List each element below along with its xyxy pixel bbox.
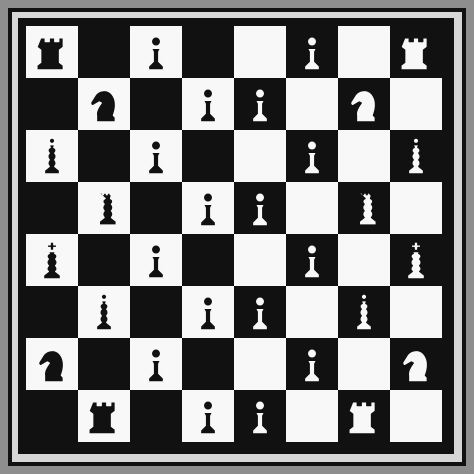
board-square[interactable] bbox=[234, 78, 286, 130]
board-square[interactable] bbox=[286, 286, 338, 338]
white-knight-icon[interactable] bbox=[397, 343, 435, 385]
white-pawn-icon[interactable] bbox=[241, 291, 279, 333]
black-pawn-icon[interactable] bbox=[189, 395, 227, 437]
white-pawn-icon[interactable] bbox=[293, 135, 331, 177]
board-square[interactable] bbox=[286, 390, 338, 442]
board-square[interactable] bbox=[234, 390, 286, 442]
board-square[interactable] bbox=[390, 130, 442, 182]
board-square[interactable] bbox=[286, 130, 338, 182]
board-square[interactable] bbox=[78, 182, 130, 234]
board-square[interactable] bbox=[26, 338, 78, 390]
board-square[interactable] bbox=[338, 286, 390, 338]
board-square[interactable] bbox=[234, 234, 286, 286]
board-square[interactable] bbox=[390, 234, 442, 286]
board-square[interactable] bbox=[182, 390, 234, 442]
white-pawn-icon[interactable] bbox=[241, 395, 279, 437]
board-square[interactable] bbox=[338, 338, 390, 390]
white-rook-icon[interactable] bbox=[397, 31, 435, 73]
board-square[interactable] bbox=[338, 234, 390, 286]
board-square[interactable] bbox=[286, 234, 338, 286]
white-pawn-icon[interactable] bbox=[241, 83, 279, 125]
board-square[interactable] bbox=[390, 26, 442, 78]
board-square[interactable] bbox=[130, 234, 182, 286]
board-square[interactable] bbox=[26, 78, 78, 130]
white-rook-icon[interactable] bbox=[345, 395, 383, 437]
board-square[interactable] bbox=[130, 286, 182, 338]
board-square[interactable] bbox=[390, 182, 442, 234]
board-square[interactable] bbox=[390, 390, 442, 442]
board-square[interactable] bbox=[78, 390, 130, 442]
black-queen-icon[interactable] bbox=[85, 187, 123, 229]
board-square[interactable] bbox=[130, 130, 182, 182]
white-bishop-icon[interactable] bbox=[397, 135, 435, 177]
board-square[interactable] bbox=[338, 78, 390, 130]
board-square[interactable] bbox=[338, 26, 390, 78]
board-square[interactable] bbox=[286, 78, 338, 130]
board-square[interactable] bbox=[130, 390, 182, 442]
board-square[interactable] bbox=[130, 182, 182, 234]
board-square[interactable] bbox=[182, 130, 234, 182]
board-square[interactable] bbox=[234, 338, 286, 390]
black-bishop-icon[interactable] bbox=[33, 135, 71, 177]
black-knight-icon[interactable] bbox=[85, 83, 123, 125]
white-pawn-icon[interactable] bbox=[293, 31, 331, 73]
board-square[interactable] bbox=[130, 78, 182, 130]
white-pawn-icon[interactable] bbox=[293, 239, 331, 281]
black-rook-icon[interactable] bbox=[33, 31, 71, 73]
board-square[interactable] bbox=[182, 234, 234, 286]
board-square[interactable] bbox=[390, 78, 442, 130]
board-square[interactable] bbox=[78, 234, 130, 286]
board-square[interactable] bbox=[286, 338, 338, 390]
board-square[interactable] bbox=[26, 234, 78, 286]
board-square[interactable] bbox=[26, 182, 78, 234]
board-square[interactable] bbox=[26, 286, 78, 338]
white-pawn-icon[interactable] bbox=[241, 187, 279, 229]
black-pawn-icon[interactable] bbox=[189, 83, 227, 125]
board-square[interactable] bbox=[234, 130, 286, 182]
board-square[interactable] bbox=[78, 130, 130, 182]
black-pawn-icon[interactable] bbox=[189, 291, 227, 333]
white-king-icon[interactable] bbox=[397, 239, 435, 281]
black-pawn-icon[interactable] bbox=[189, 187, 227, 229]
chess-board bbox=[26, 26, 442, 442]
black-bishop-icon[interactable] bbox=[85, 291, 123, 333]
board-square[interactable] bbox=[78, 78, 130, 130]
black-rook-icon[interactable] bbox=[85, 395, 123, 437]
board-square[interactable] bbox=[390, 286, 442, 338]
board-square[interactable] bbox=[338, 182, 390, 234]
board-square[interactable] bbox=[26, 390, 78, 442]
board-square[interactable] bbox=[130, 26, 182, 78]
board-square[interactable] bbox=[338, 390, 390, 442]
white-pawn-icon[interactable] bbox=[293, 343, 331, 385]
board-square[interactable] bbox=[182, 286, 234, 338]
board-square[interactable] bbox=[234, 286, 286, 338]
white-queen-icon[interactable] bbox=[345, 187, 383, 229]
white-bishop-icon[interactable] bbox=[345, 291, 383, 333]
black-knight-icon[interactable] bbox=[33, 343, 71, 385]
board-square[interactable] bbox=[234, 26, 286, 78]
black-pawn-icon[interactable] bbox=[137, 343, 175, 385]
board-square[interactable] bbox=[182, 182, 234, 234]
board-square[interactable] bbox=[390, 338, 442, 390]
board-square[interactable] bbox=[130, 338, 182, 390]
board-square[interactable] bbox=[182, 26, 234, 78]
board-square[interactable] bbox=[182, 78, 234, 130]
board-square[interactable] bbox=[78, 286, 130, 338]
board-square[interactable] bbox=[78, 338, 130, 390]
board-square[interactable] bbox=[26, 130, 78, 182]
board-square[interactable] bbox=[286, 26, 338, 78]
board-square[interactable] bbox=[78, 26, 130, 78]
black-pawn-icon[interactable] bbox=[137, 239, 175, 281]
black-king-icon[interactable] bbox=[33, 239, 71, 281]
board-square[interactable] bbox=[338, 130, 390, 182]
board-square[interactable] bbox=[182, 338, 234, 390]
board-square[interactable] bbox=[286, 182, 338, 234]
board-square[interactable] bbox=[26, 26, 78, 78]
black-pawn-icon[interactable] bbox=[137, 31, 175, 73]
white-knight-icon[interactable] bbox=[345, 83, 383, 125]
board-square[interactable] bbox=[234, 182, 286, 234]
black-pawn-icon[interactable] bbox=[137, 135, 175, 177]
